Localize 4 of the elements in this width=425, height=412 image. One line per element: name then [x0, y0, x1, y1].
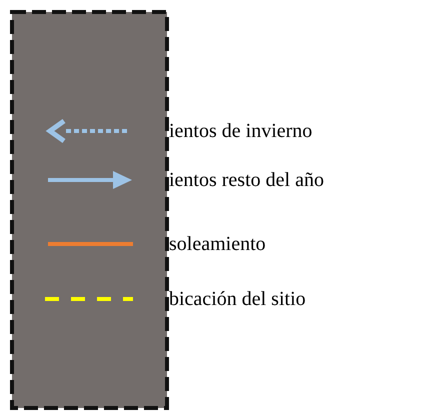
legend-label: ientos resto del año: [169, 168, 324, 192]
legend-label: bicación del sitio: [169, 287, 306, 311]
legend-label: soleamiento: [169, 232, 266, 256]
legend-label: ientos de invierno: [169, 119, 312, 143]
